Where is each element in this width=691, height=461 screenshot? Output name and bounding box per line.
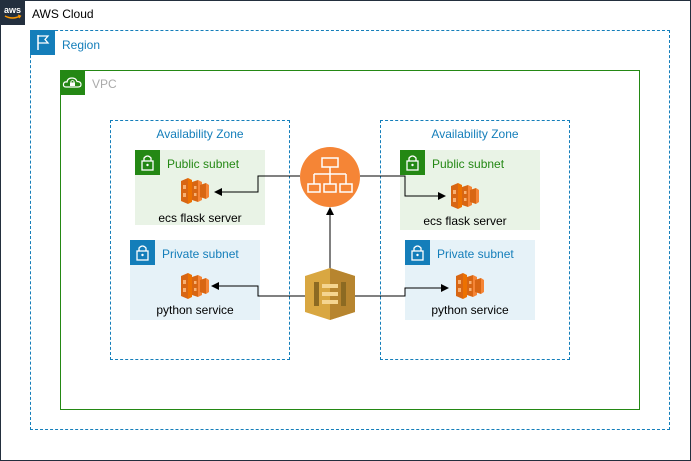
connector-lb-to-ecs-2	[360, 175, 446, 200]
connector-lb-to-ecs-1	[214, 175, 300, 196]
ecs-container-icon	[448, 180, 480, 212]
private-subnet-1-label: Private subnet	[162, 247, 239, 261]
aws-cloud-label: AWS Cloud	[32, 7, 94, 21]
aws-logo-icon: aws	[0, 0, 25, 25]
lock-icon	[400, 150, 425, 175]
availability-zone-2-label: Availability Zone	[431, 127, 519, 141]
region-label: Region	[62, 38, 101, 52]
sqs-queue-icon	[305, 268, 355, 320]
availability-zone-1-label: Availability Zone	[156, 127, 244, 141]
public-subnet-1-label: Public subnet	[167, 157, 240, 171]
region-group	[30, 30, 670, 430]
lock-icon	[405, 240, 430, 265]
vpc-label: VPC	[92, 77, 117, 91]
ecs-flask-server-label-1: ecs flask server	[158, 211, 242, 225]
ecs-flask-server-label-2: ecs flask server	[423, 214, 507, 228]
aws-logo-text: aws	[4, 5, 21, 15]
availability-zone-1	[110, 120, 290, 360]
ecs-container-icon	[453, 270, 485, 302]
private-subnet-2-label: Private subnet	[437, 247, 514, 261]
availability-zone-2	[380, 120, 570, 360]
ecs-container-icon	[178, 270, 210, 302]
vpc-group	[60, 70, 640, 410]
lock-icon	[130, 240, 155, 265]
lock-icon	[135, 150, 160, 175]
connector-queue-to-python-2	[355, 284, 449, 297]
python-service-label-2: python service	[431, 303, 509, 317]
vpc-cloud-lock-icon	[60, 70, 85, 95]
flag-icon	[30, 30, 55, 55]
ecs-container-icon	[178, 175, 210, 207]
public-subnet-2-label: Public subnet	[432, 157, 505, 171]
python-service-label-1: python service	[156, 303, 234, 317]
connector-queue-to-python-1	[211, 282, 305, 297]
load-balancer-icon	[300, 147, 360, 207]
